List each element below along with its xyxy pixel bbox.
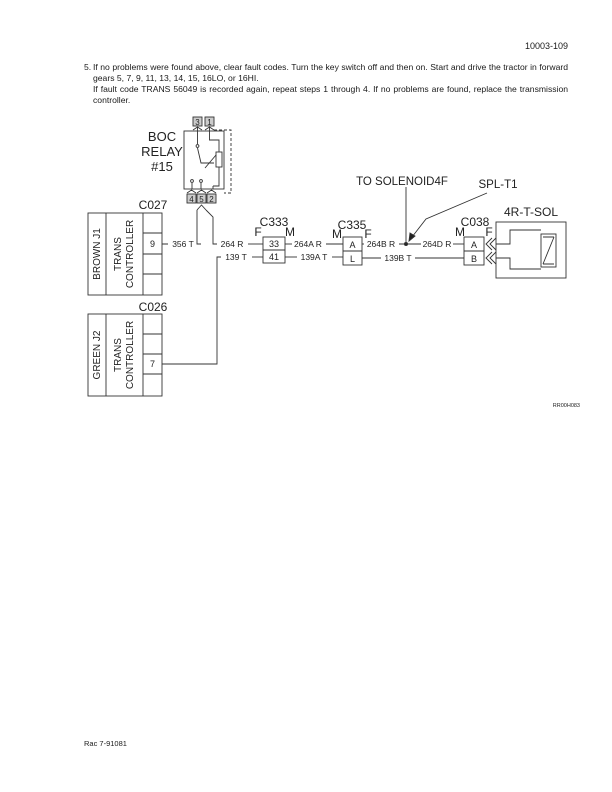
relay-pin-box: [206, 193, 217, 204]
connector-side: M: [332, 227, 342, 241]
to-solenoid-label: TO SOLENOID4F: [356, 176, 448, 188]
step-paragraph: If fault code TRANS 56049 is recorded ag…: [93, 84, 568, 105]
wire-356t: [162, 210, 201, 245]
controller-label: CONTROLLER: [125, 321, 136, 389]
relay-pin-label: 5: [199, 195, 204, 204]
connector-c333: C333 F M 33 41: [254, 215, 295, 264]
relay-pin-label: 1: [207, 118, 212, 127]
controller-pin: 7: [150, 359, 155, 369]
controller-label: TRANS: [113, 237, 124, 271]
connector-label: C027: [139, 198, 168, 212]
relay-body: [183, 130, 225, 190]
wire-label: 264 R: [221, 239, 244, 249]
connector-side: F: [485, 225, 492, 239]
relay-coil: [215, 151, 223, 168]
controller-label: CONTROLLER: [125, 220, 136, 288]
wire-264r: [205, 209, 217, 245]
connector-label: C038: [461, 215, 490, 229]
relay-title: RELAY: [141, 144, 183, 159]
procedure-step: 5. If no problems were found above, clea…: [84, 62, 568, 106]
splice-label: SPL-T1: [479, 179, 518, 191]
connector-side: M: [285, 225, 295, 239]
wire-label: 264A R: [294, 239, 322, 249]
relay-title: #15: [151, 159, 173, 174]
step-paragraph: If no problems were found above, clear f…: [93, 62, 568, 83]
wire-label: 264D R: [423, 239, 452, 249]
relay-pin-box: [192, 116, 203, 127]
relay-pin-box: [186, 193, 197, 204]
connector-label: C333: [260, 215, 289, 229]
wire-label: 139 T: [225, 252, 247, 262]
connector-side: F: [364, 227, 371, 241]
connector-label: C026: [139, 300, 168, 314]
connector-pin: A: [349, 240, 355, 250]
controller-label: TRANS: [113, 338, 124, 372]
controller-pin: 9: [150, 239, 155, 249]
wire-label: 139A T: [301, 252, 328, 262]
connector-pin: 33: [269, 239, 279, 249]
wire-139t: [162, 256, 221, 365]
connector-c038: C038 M F A B: [455, 215, 497, 266]
relay-title: BOC: [148, 129, 176, 144]
connector-side: F: [254, 225, 261, 239]
harness-label: GREEN J2: [92, 330, 103, 379]
harness-label: BROWN J1: [92, 228, 103, 280]
connector-side: M: [455, 225, 465, 239]
solenoid-4r-t-sol: 4R-T-SOL: [495, 205, 567, 279]
connector-label: C335: [338, 218, 367, 232]
trans-controller-c026: C026 GREEN J2 TRANS CONTROLLER 7: [87, 300, 168, 397]
trans-controller-c027: C027 BROWN J1 TRANS CONTROLLER 9: [87, 198, 168, 296]
relay-pin-label: 2: [209, 195, 214, 204]
relay-dashed-outline: [214, 129, 232, 194]
wire-label: 264B R: [367, 239, 395, 249]
solenoid-label: 4R-T-SOL: [504, 205, 558, 219]
relay-pin-box: [196, 193, 207, 204]
relay-pin-label: 3: [195, 118, 200, 127]
splice-leader: [411, 192, 488, 238]
connector-pin: 41: [269, 252, 279, 262]
relay-pin-box: [204, 116, 215, 127]
solenoid-coil: [540, 233, 557, 268]
connector-pin: B: [471, 254, 477, 264]
footer-reference: Rac 7-91081: [84, 739, 127, 748]
step-number: 5.: [84, 62, 92, 72]
figure-id: RR00H083: [553, 403, 580, 409]
connector-pin: L: [350, 254, 355, 264]
relay-pin-label: 4: [189, 195, 194, 204]
wire-label: 139B T: [384, 253, 411, 263]
connector-c335: C335 M F A L: [332, 218, 372, 266]
boc-relay: BOC RELAY #15 3 1: [141, 116, 232, 211]
connector-pin: A: [471, 240, 477, 250]
wire-label: 356 T: [172, 239, 194, 249]
page-number: 10003-109: [524, 41, 568, 51]
